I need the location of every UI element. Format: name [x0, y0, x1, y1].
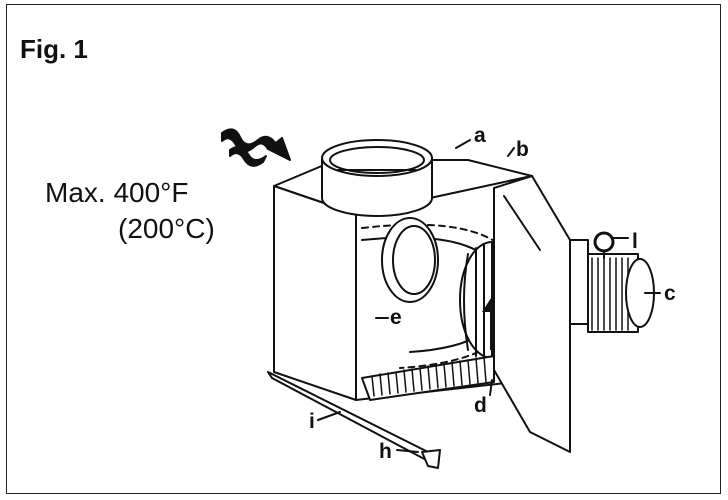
callout-i: i	[309, 410, 315, 433]
callout-h: h	[379, 440, 392, 463]
figure-title: Fig. 1	[20, 34, 88, 64]
mounting-rail	[267, 371, 441, 469]
inlet-collar	[321, 139, 433, 217]
inlet-opening	[381, 217, 439, 303]
heat-arrow-icon	[221, 128, 291, 167]
callout-c: c	[664, 282, 676, 305]
lifting-eye	[593, 231, 615, 259]
leader-h	[396, 449, 419, 453]
hinged-door	[493, 175, 571, 453]
leader-a	[455, 139, 471, 149]
max-temperature-fahrenheit: Max. 400°F	[45, 177, 189, 208]
callout-l: l	[632, 230, 638, 253]
fan-housing-side	[273, 185, 357, 401]
outlet-grating	[361, 355, 495, 401]
leader-i	[317, 411, 341, 421]
max-temperature-celsius: (200°C)	[118, 213, 215, 244]
callout-d: d	[474, 394, 487, 417]
callout-e: e	[390, 306, 402, 329]
callout-b: b	[516, 138, 529, 161]
callout-a: a	[474, 124, 486, 147]
motor	[569, 239, 655, 333]
leader-d	[489, 379, 493, 396]
leader-b	[507, 147, 515, 157]
